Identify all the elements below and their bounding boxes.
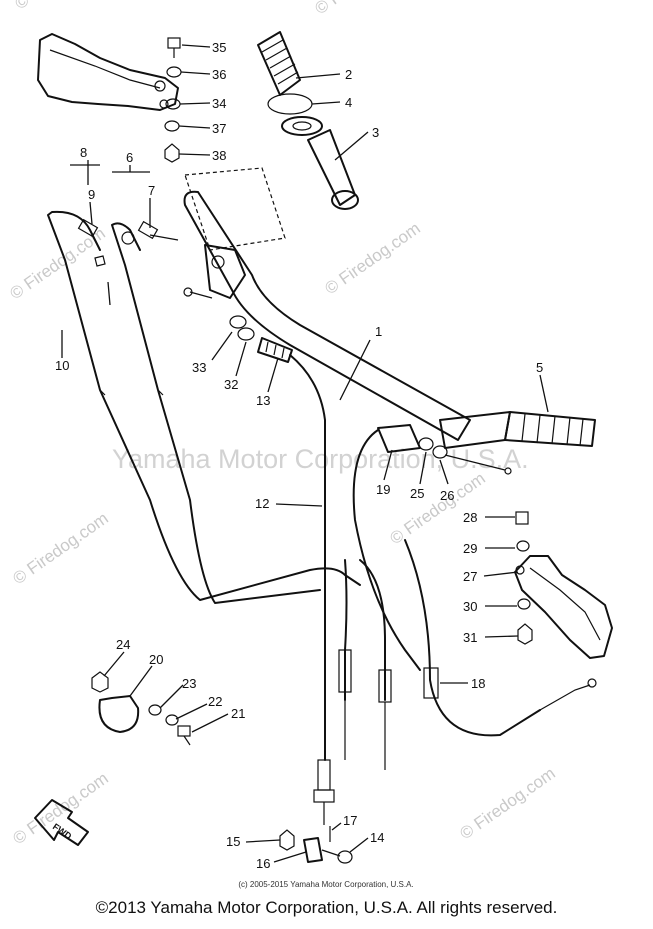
callout-25: 25 [410,486,424,501]
cable-clamp [91,671,191,746]
callout-16: 16 [256,856,270,871]
callout-1: 1 [375,324,382,339]
left-hand-guard [37,33,179,111]
bolt-stack-upper [164,37,182,163]
callout-31: 31 [463,630,477,645]
callout-21: 21 [231,706,245,721]
left-cables [47,210,361,604]
callout-32: 32 [224,377,238,392]
callout-4: 4 [345,95,352,110]
left-grip-assembly [257,31,359,210]
callout-13: 13 [256,393,270,408]
callout-12: 12 [255,496,269,511]
callout-17: 17 [343,813,357,828]
callout-20: 20 [149,652,163,667]
callout-29: 29 [463,541,477,556]
callout-2: 2 [345,67,352,82]
watermark-site-8: © Firedog.com [456,764,558,844]
guard-fasteners [515,511,533,645]
callout-33: 33 [192,360,206,375]
bottom-fittings [279,826,353,864]
callout-8: 8 [80,145,87,160]
small-copyright: (c) 2005-2015 Yamaha Motor Corporation, … [238,880,413,889]
clutch-cable-adjuster [229,315,293,363]
callout-18: 18 [471,676,485,691]
right-grip [439,411,596,449]
callout-26: 26 [440,488,454,503]
callout-36: 36 [212,67,226,82]
handlebar [183,167,471,441]
callout-9: 9 [88,187,95,202]
watermark-site-1: © Firedog.com [321,219,423,299]
callout-7: 7 [148,183,155,198]
throttle-cables [338,429,597,770]
callout-15: 15 [226,834,240,849]
watermark-site-7: © Firedog.com [11,0,113,13]
right-hand-guard [514,555,613,659]
callout-labels: 35 36 34 37 38 2 4 3 5 8 6 9 7 10 1 33 3… [55,40,543,871]
callout-37: 37 [212,121,226,136]
callout-3: 3 [372,125,379,140]
callout-30: 30 [463,599,477,614]
watermark-site-3: © Firedog.com [386,469,488,549]
callout-24: 24 [116,637,130,652]
callout-6: 6 [126,150,133,165]
copyright-footer: ©2013 Yamaha Motor Corporation, U.S.A. A… [95,898,558,917]
leader-lines [61,44,549,863]
callout-28: 28 [463,510,477,525]
callout-23: 23 [182,676,196,691]
callout-22: 22 [208,694,222,709]
callout-10: 10 [55,358,69,373]
callout-27: 27 [463,569,477,584]
callout-34: 34 [212,96,226,111]
watermark-site-6: © Firedog.com [311,0,413,18]
throttle-housing [377,424,512,475]
callout-14: 14 [370,830,384,845]
cable-12 [289,354,335,825]
callout-38: 38 [212,148,226,163]
watermark-site-4: © Firedog.com [9,509,111,589]
callout-5: 5 [536,360,543,375]
left-switch-housing [183,244,246,299]
callout-35: 35 [212,40,226,55]
callout-19: 19 [376,482,390,497]
